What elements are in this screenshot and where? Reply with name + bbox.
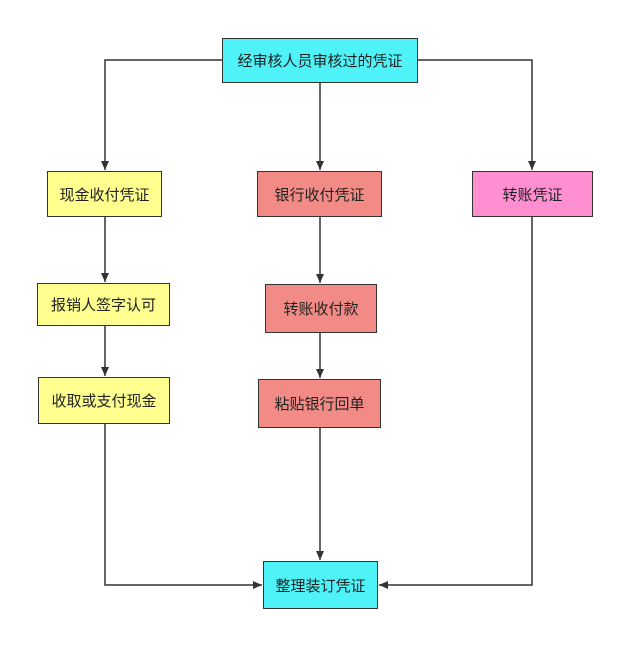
node-collect-pay-cash-label: 收取或支付现金 <box>51 392 157 410</box>
edge-transfer-voucher-to-organize <box>379 217 533 589</box>
node-reimburse-sign: 报销人签字认可 <box>37 283 170 326</box>
node-collect-pay-cash: 收取或支付现金 <box>38 377 170 424</box>
node-reimburse-sign-label: 报销人签字认可 <box>50 296 156 314</box>
node-organize-bind-label: 整理装订凭证 <box>275 576 366 595</box>
node-approved-vouchers: 经审核人员审核过的凭证 <box>222 38 418 83</box>
node-cash-voucher: 现金收付凭证 <box>47 171 162 217</box>
node-organize-bind: 整理装订凭证 <box>263 561 378 609</box>
node-paste-bank-receipt: 粘贴银行回单 <box>258 379 381 428</box>
node-bank-voucher: 银行收付凭证 <box>257 171 382 217</box>
edge-collect-pay-cash-to-organize <box>104 424 262 589</box>
node-transfer-payment: 转账收付款 <box>265 284 377 333</box>
node-paste-bank-receipt-label: 粘贴银行回单 <box>274 395 365 413</box>
node-approved-vouchers-label: 经审核人员审核过的凭证 <box>237 52 403 70</box>
node-bank-voucher-label: 银行收付凭证 <box>274 185 365 204</box>
node-cash-voucher-label: 现金收付凭证 <box>59 185 150 204</box>
edge-top-to-transfer-voucher <box>418 59 536 170</box>
node-transfer-payment-label: 转账收付款 <box>283 300 359 318</box>
edge-top-to-cash-voucher <box>101 59 222 170</box>
node-transfer-voucher: 转账凭证 <box>472 171 593 217</box>
node-transfer-voucher-label: 转账凭证 <box>502 185 563 204</box>
